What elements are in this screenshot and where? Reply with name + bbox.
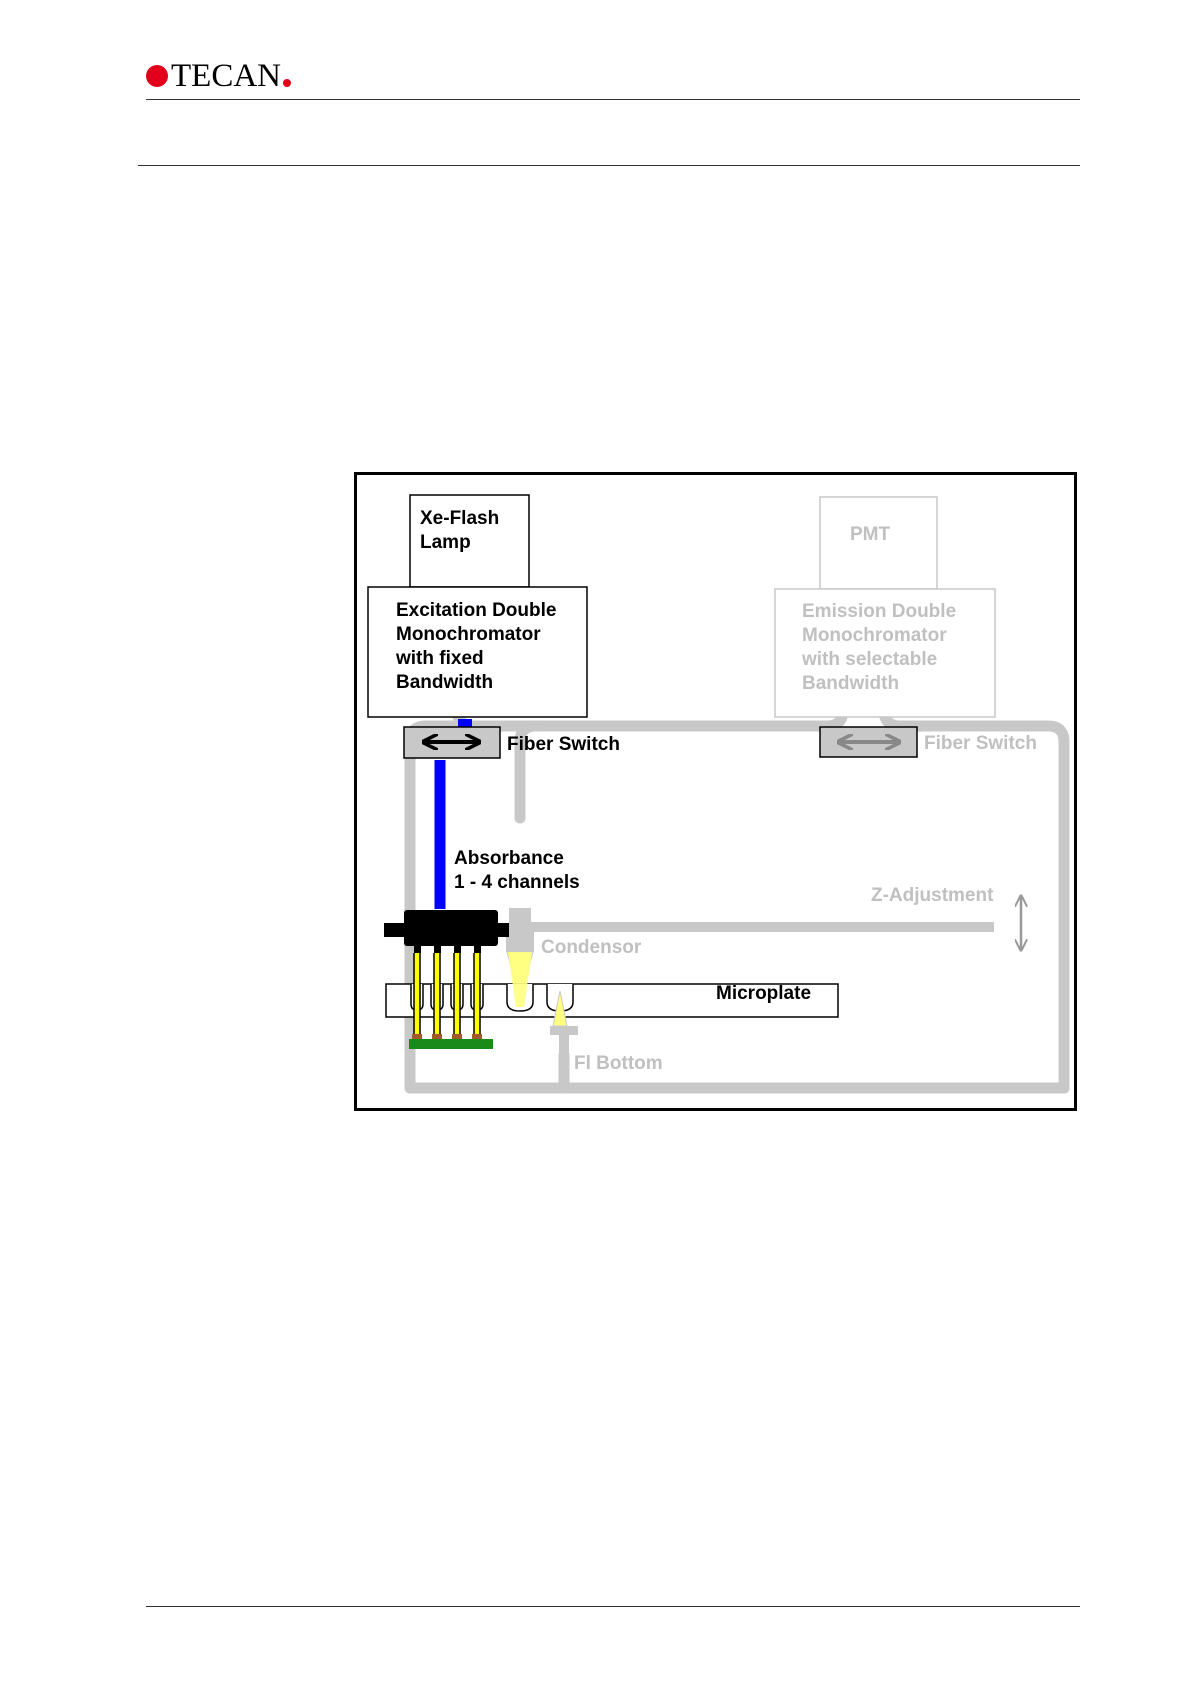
- absorbance-head: [404, 910, 498, 946]
- optical-diagram-svg: Xe-Flash Lamp Excitation Double Monochro…: [354, 472, 1077, 1111]
- footer-rule: [146, 1606, 1080, 1607]
- logo-period-icon: [283, 79, 291, 87]
- excitation-label-line2: Monochromator: [396, 624, 541, 645]
- condensor-body: [506, 930, 534, 952]
- xe-flash-lamp-label-line2: Lamp: [420, 532, 471, 553]
- excitation-label-line1: Excitation Double: [396, 600, 556, 621]
- xe-flash-lamp-label-line1: Xe-Flash: [420, 508, 499, 529]
- pmt-label: PMT: [850, 524, 891, 545]
- condensor-head: [509, 908, 531, 930]
- absorbance-label-line1: Absorbance: [454, 848, 564, 869]
- microplate-label: Microplate: [716, 983, 811, 1004]
- emission-label-line2: Monochromator: [802, 625, 947, 646]
- section-rule: [138, 165, 1080, 166]
- header-rule: [146, 99, 1080, 100]
- fl-bottom-head: [550, 1026, 578, 1035]
- fiber-switch-left-label: Fiber Switch: [507, 734, 620, 755]
- detector-board: [409, 1039, 493, 1049]
- fl-bottom-stem: [559, 1034, 569, 1058]
- emission-label-line1: Emission Double: [802, 601, 956, 622]
- emission-label-line3: with selectable: [801, 649, 937, 670]
- condensor-rail: [512, 922, 994, 932]
- logo-dot-icon: [146, 65, 168, 87]
- brand-name: TECAN: [171, 58, 281, 95]
- optical-diagram: Xe-Flash Lamp Excitation Double Monochro…: [354, 472, 1077, 1111]
- emission-label-line4: Bandwidth: [802, 673, 899, 694]
- fiber-switch-right-label: Fiber Switch: [924, 733, 1037, 754]
- condensor-label: Condensor: [541, 937, 642, 958]
- absorbance-label-line2: 1 - 4 channels: [454, 872, 580, 893]
- excitation-label-line4: Bandwidth: [396, 672, 493, 693]
- z-adjustment-label: Z-Adjustment: [871, 885, 994, 906]
- fl-bottom-label: Fl Bottom: [574, 1053, 663, 1074]
- tecan-logo: TECAN: [146, 56, 291, 96]
- excitation-label-line3: with fixed: [395, 648, 484, 669]
